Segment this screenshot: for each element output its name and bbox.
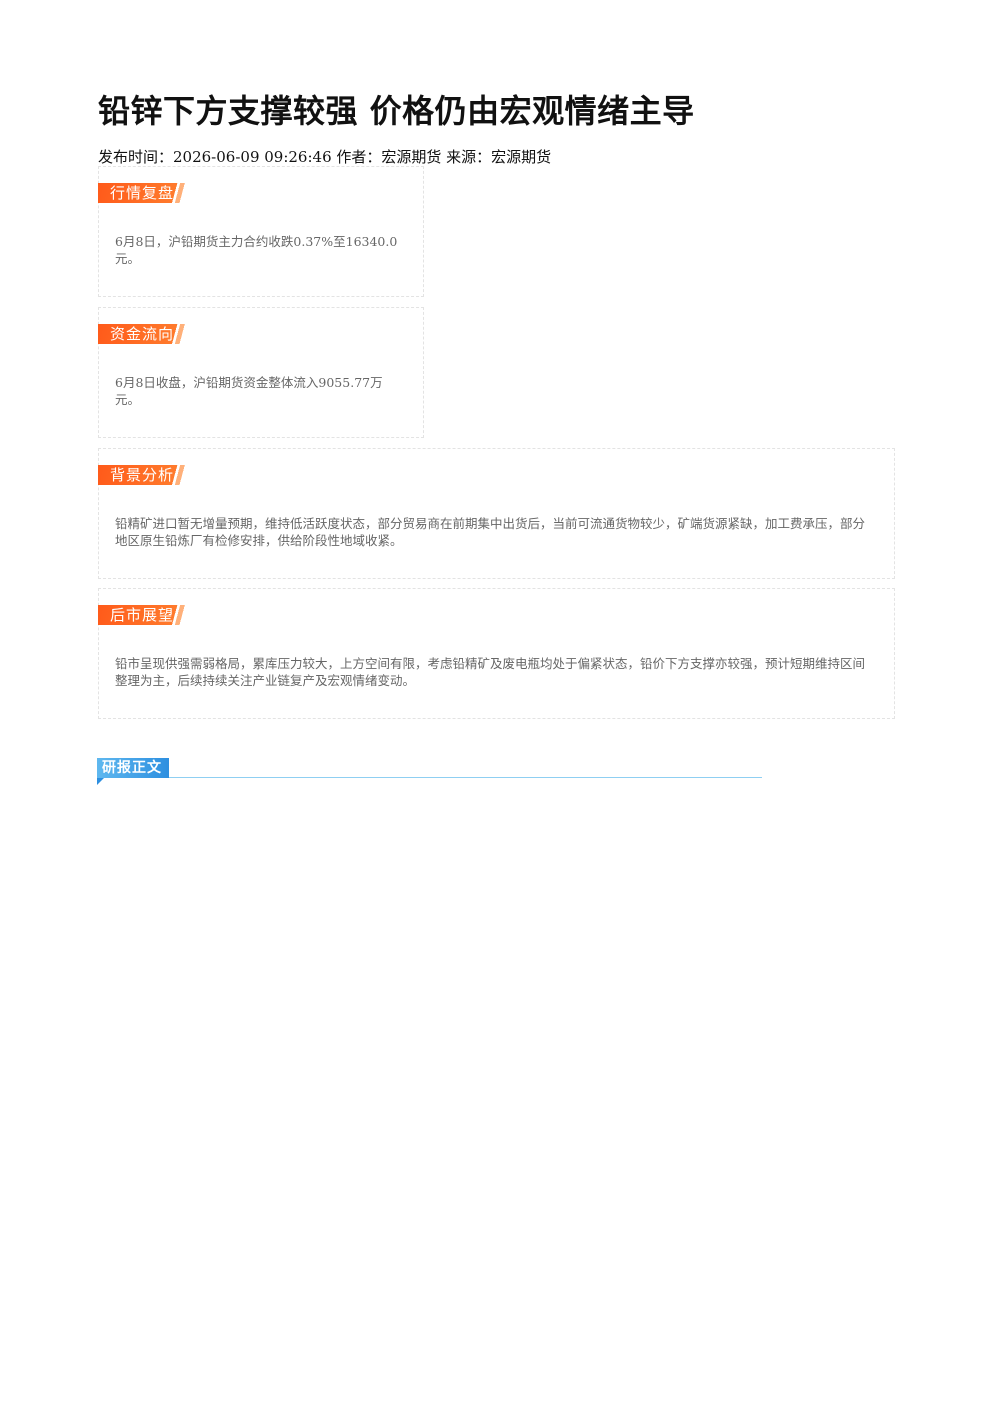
section-tag: 后市展望 bbox=[98, 605, 186, 625]
article-title: 铅锌下方支撑较强 价格仍由宏观情绪主导 bbox=[98, 92, 695, 130]
section-tag: 背景分析 bbox=[98, 465, 186, 485]
section-outlook: 后市展望 铅市呈现供强需弱格局，累库压力较大，上方空间有限，考虑铅精矿及废电瓶均… bbox=[98, 588, 895, 719]
section-text: 铅市呈现供强需弱格局，累库压力较大，上方空间有限，考虑铅精矿及废电瓶均处于偏紧状… bbox=[115, 656, 866, 688]
section-tag: 行情复盘 bbox=[98, 183, 186, 203]
section-fund-flow: 资金流向 6月8日收盘，沪铅期货资金整体流入9055.77万元。 bbox=[98, 307, 424, 438]
section-text: 6月8日，沪铅期货主力合约收跌0.37%至16340.0元。 bbox=[115, 234, 398, 266]
report-body-header: 研报正文 bbox=[97, 758, 762, 786]
report-body-tag: 研报正文 bbox=[97, 758, 169, 778]
section-background-analysis: 背景分析 铅精矿进口暂无增量预期，维持低活跃度状态，部分贸易商在前期集中出货后，… bbox=[98, 448, 895, 579]
section-text: 铅精矿进口暂无增量预期，维持低活跃度状态，部分贸易商在前期集中出货后，当前可流通… bbox=[115, 516, 866, 548]
report-tag-notch bbox=[97, 778, 104, 785]
article-meta: 发布时间：2026-06-09 09:26:46 作者：宏源期货 来源：宏源期货 bbox=[98, 148, 552, 166]
section-tag: 资金流向 bbox=[98, 324, 186, 344]
section-market-review: 行情复盘 6月8日，沪铅期货主力合约收跌0.37%至16340.0元。 bbox=[98, 166, 424, 297]
report-divider-line bbox=[169, 777, 762, 778]
section-text: 6月8日收盘，沪铅期货资金整体流入9055.77万元。 bbox=[115, 375, 383, 407]
